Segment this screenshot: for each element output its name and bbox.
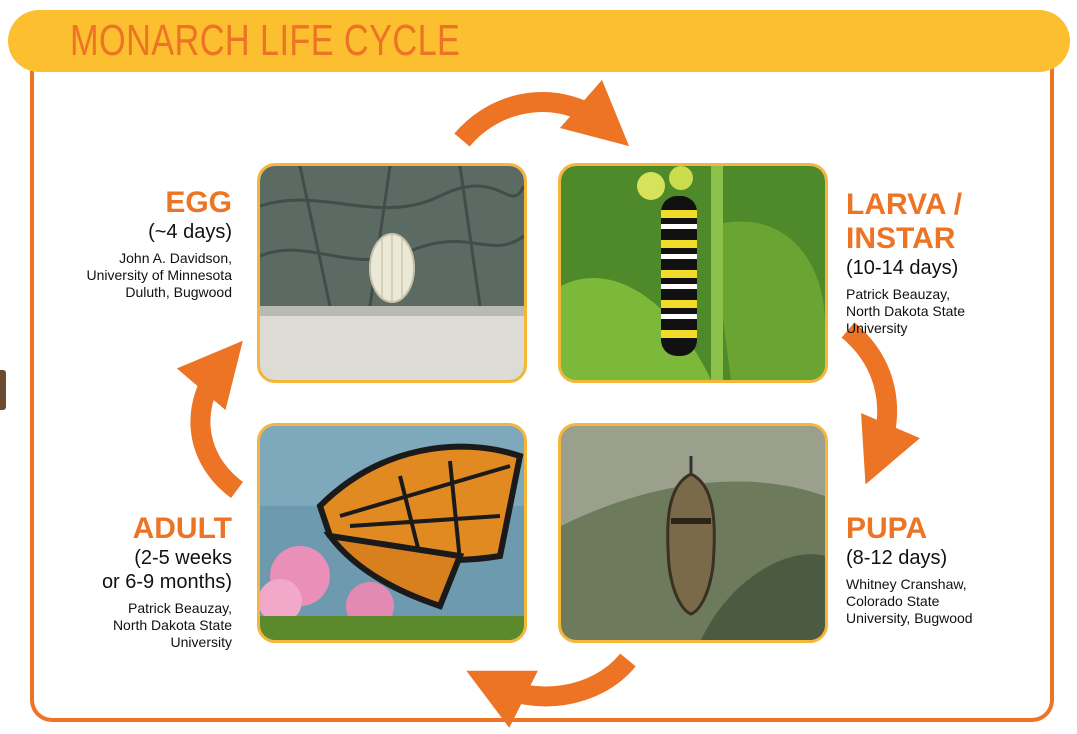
credit-line: University of Minnesota [86, 267, 232, 284]
credit-line: Colorado State [846, 593, 973, 610]
credit-line: North Dakota State [102, 617, 232, 634]
credit-line: University [102, 634, 232, 651]
stage-adult-name: ADULT [102, 512, 232, 546]
stage-larva-duration: (10-14 days) [846, 256, 1077, 280]
stage-larva-name: LARVA / INSTAR [846, 188, 1077, 256]
cropped-image-edge [0, 370, 6, 410]
adult-photo [257, 423, 527, 643]
larva-photo [558, 163, 828, 383]
stage-pupa-name: PUPA [846, 512, 973, 546]
arrow-adult-to-egg [200, 365, 237, 490]
credit-line: Duluth, Bugwood [86, 284, 232, 301]
credit-line: John A. Davidson, [86, 250, 232, 267]
stage-pupa-duration: (8-12 days) [846, 546, 973, 570]
stage-egg-credit: John A. Davidson, University of Minnesot… [86, 250, 232, 301]
stage-adult: ADULT (2-5 weeks or 6-9 months) Patrick … [102, 512, 232, 651]
arrow-pupa-to-adult [495, 660, 628, 696]
pupa-photo [558, 423, 828, 643]
credit-line: Patrick Beauzay, [102, 600, 232, 617]
stage-adult-duration-2: or 6-9 months) [102, 570, 232, 594]
stage-egg-duration: (~4 days) [86, 220, 232, 244]
stage-adult-duration-1: (2-5 weeks [102, 546, 232, 570]
arrow-egg-to-larva [462, 102, 605, 140]
stage-egg: EGG (~4 days) John A. Davidson, Universi… [86, 186, 232, 301]
credit-line: North Dakota State [846, 303, 1077, 320]
credit-line: Patrick Beauzay, [846, 286, 1077, 303]
credit-line: University [846, 320, 1077, 337]
stage-pupa-credit: Whitney Cranshaw, Colorado State Univers… [846, 576, 973, 627]
stage-egg-name: EGG [86, 186, 232, 220]
credit-line: University, Bugwood [846, 610, 973, 627]
stage-larva-credit: Patrick Beauzay, North Dakota State Univ… [846, 286, 1077, 337]
stage-adult-credit: Patrick Beauzay, North Dakota State Univ… [102, 600, 232, 651]
egg-photo [257, 163, 527, 383]
arrow-larva-to-pupa [848, 330, 887, 455]
stage-larva: LARVA / INSTAR (10-14 days) Patrick Beau… [846, 188, 1077, 337]
stage-pupa: PUPA (8-12 days) Whitney Cranshaw, Color… [846, 512, 973, 627]
credit-line: Whitney Cranshaw, [846, 576, 973, 593]
